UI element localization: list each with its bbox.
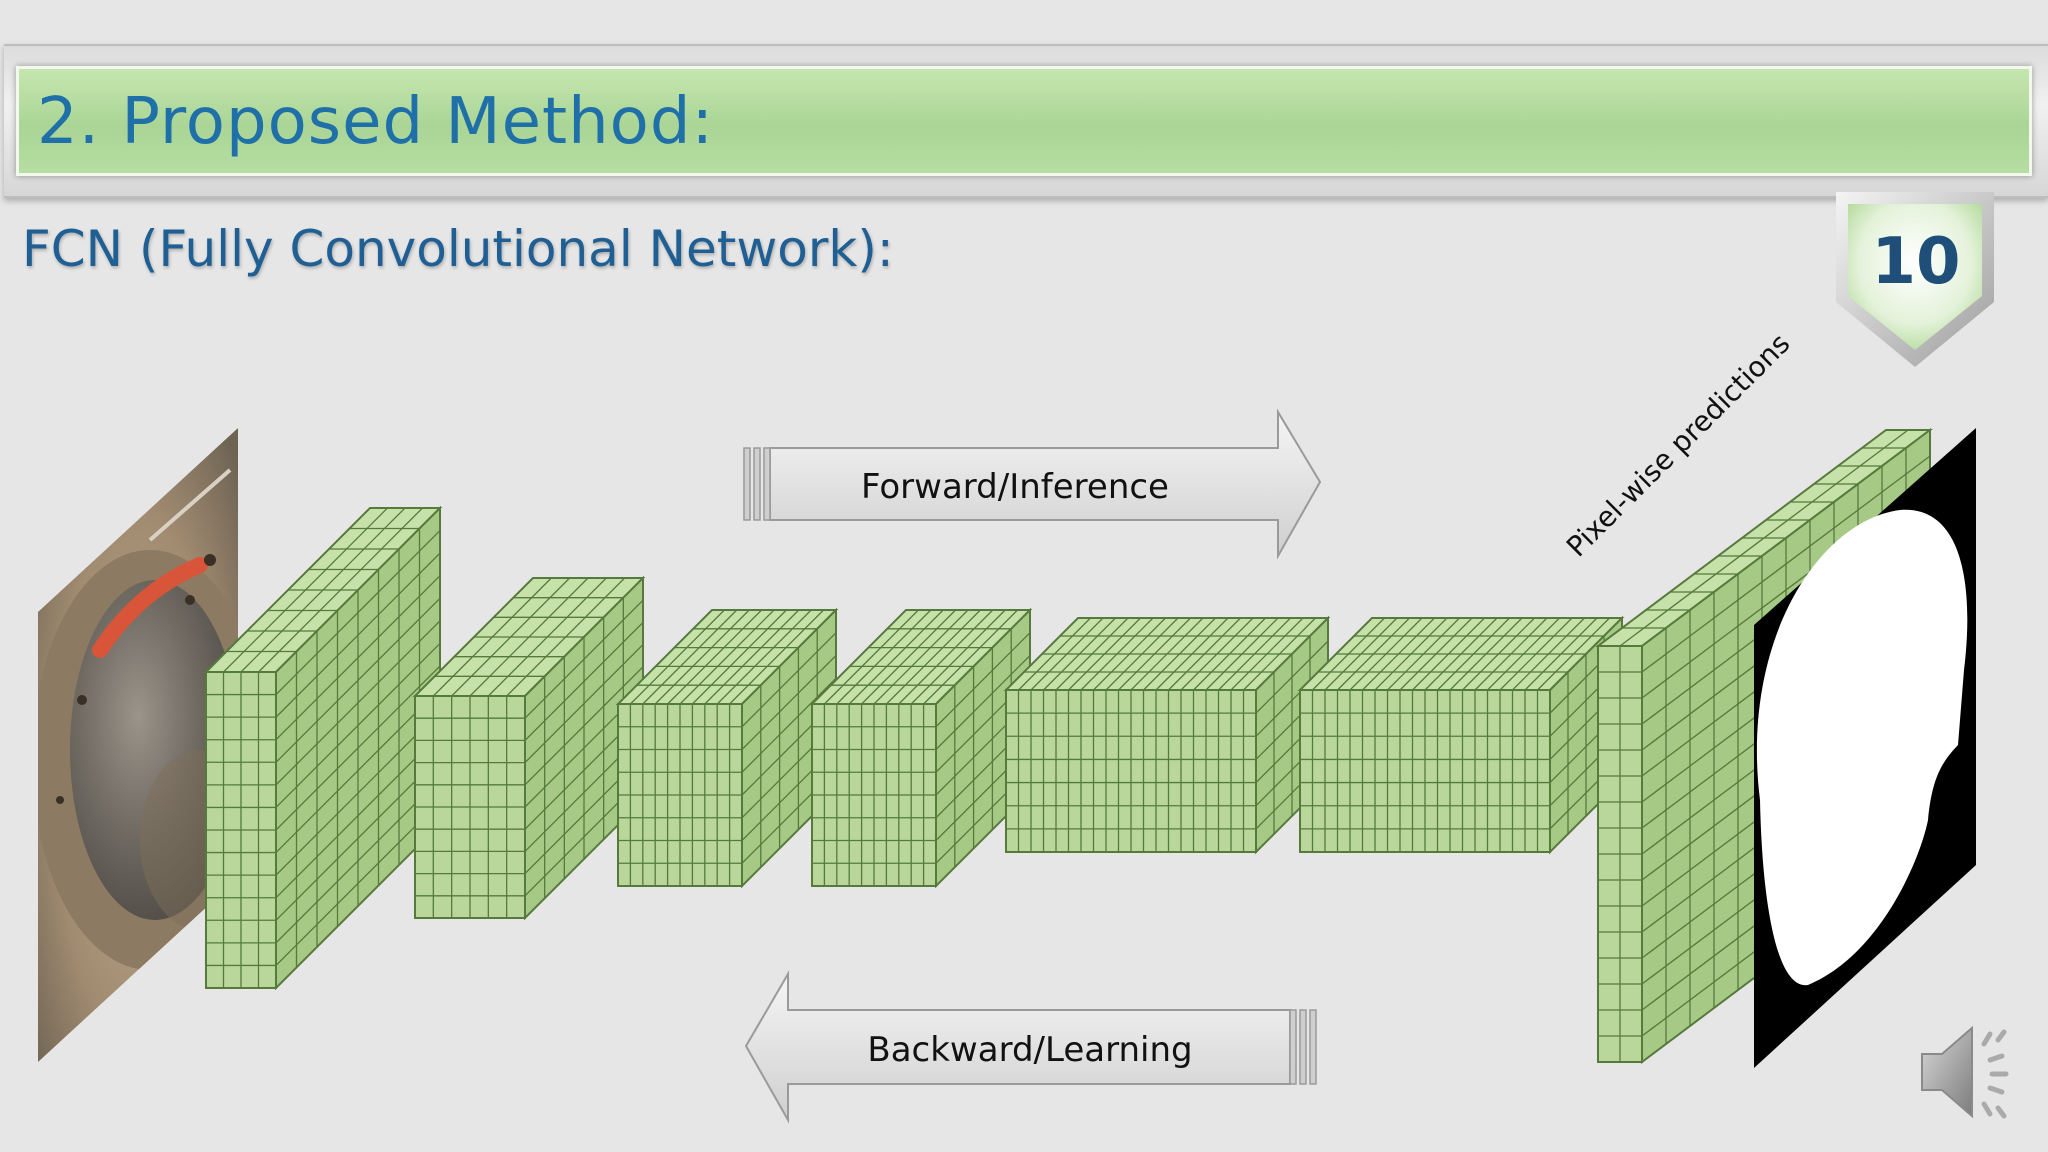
forward-label: Forward/Inference [861, 467, 1169, 507]
feature-layer-block [1297, 615, 1625, 855]
slide-subtitle: FCN (Fully Convolutional Network): [22, 220, 894, 278]
backward-arrow [744, 970, 1317, 1124]
feature-layer-block [1003, 615, 1331, 855]
layer-stack [203, 428, 1933, 1064]
forward-arrow [743, 408, 1322, 560]
input-eye-image [38, 428, 238, 1062]
title-bar: 2. Proposed Method: [4, 44, 2048, 198]
title-banner: 2. Proposed Method: [16, 66, 2032, 176]
feature-layer-block [615, 607, 839, 889]
feature-layer-block [412, 575, 646, 921]
page-badge [1836, 192, 1994, 367]
output-mask-image [1754, 428, 1976, 1068]
feature-layer-block [203, 505, 443, 991]
backward-label: Backward/Learning [867, 1030, 1193, 1070]
feature-layer-block [809, 607, 1033, 889]
slide-title: 2. Proposed Method: [37, 85, 714, 159]
page-number: 10 [1871, 225, 1961, 299]
speaker-icon[interactable] [1918, 1022, 2024, 1122]
